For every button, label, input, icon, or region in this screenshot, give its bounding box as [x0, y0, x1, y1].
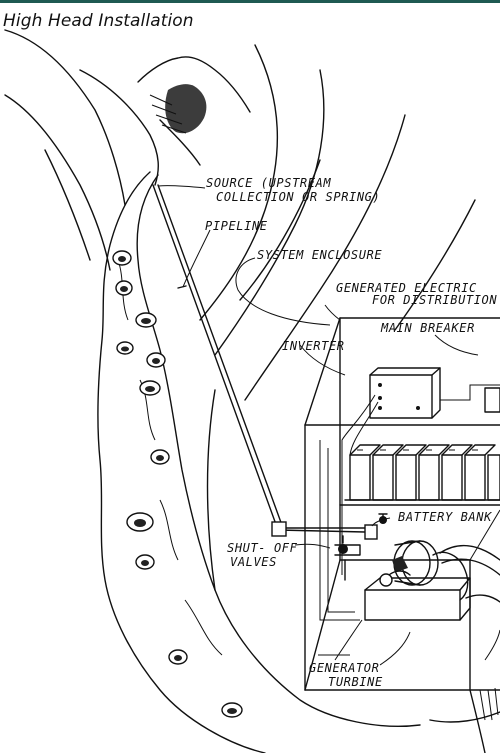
tailrace-outflow [429, 629, 500, 753]
stream-rocks [112, 250, 243, 718]
label-source-line1: SOURCE (UPSTREAM [206, 176, 331, 190]
label-turbine: TURBINE [328, 675, 383, 689]
label-pipeline: PIPELINE [205, 219, 268, 233]
header-rule [0, 0, 500, 3]
label-shutoff-line2: VALVES [230, 555, 277, 569]
label-main-breaker: MAIN BREAKER [380, 321, 475, 335]
label-generated-line2: FOR DISTRIBUTION [372, 293, 497, 307]
wiring [318, 394, 379, 656]
label-system-enclosure: SYSTEM ENCLOSURE [257, 248, 382, 262]
label-inverter: INVERTER [282, 339, 345, 353]
label-shutoff-line1: SHUT- OFF [227, 541, 298, 555]
battery-bank [339, 444, 500, 506]
generator-turbine [364, 540, 500, 621]
label-generator: GENERATOR [309, 661, 379, 675]
inverter-unit [369, 367, 500, 419]
pipeline [152, 184, 366, 537]
page-title: High Head Installation [3, 11, 194, 31]
leader-lines [157, 185, 479, 666]
shutoff-valves [334, 513, 388, 581]
hill-contours [4, 29, 476, 591]
label-generated-line1: GENERATED ELECTRIC [336, 281, 477, 295]
mountain-peak [137, 56, 251, 166]
diagram-labels: SOURCE (UPSTREAM COLLECTION OR SPRING) P… [205, 176, 497, 689]
label-source-line2: COLLECTION OR SPRING) [216, 190, 380, 204]
system-enclosure [304, 317, 500, 691]
label-battery-bank: BATTERY BANK [398, 510, 492, 524]
